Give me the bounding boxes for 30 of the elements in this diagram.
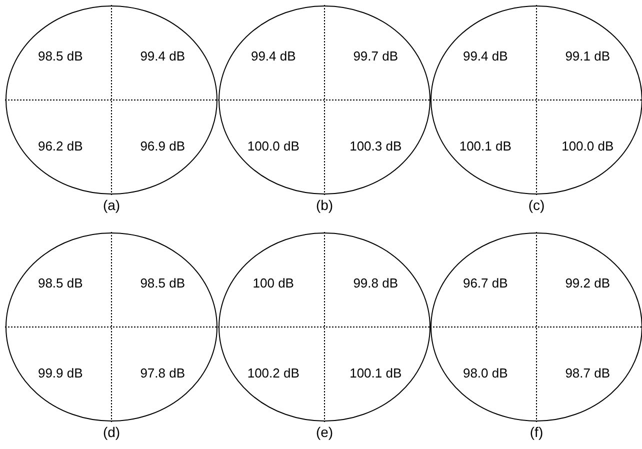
level-value: 98.5 dB bbox=[140, 276, 186, 291]
level-value: 98.0 dB bbox=[462, 365, 508, 380]
level-value: 99.2 dB bbox=[565, 276, 610, 291]
panel-caption: (f) bbox=[530, 424, 544, 440]
level-value: 100.0 dB bbox=[247, 138, 300, 154]
level-value: 100.3 dB bbox=[350, 138, 402, 154]
level-value: 98.5 dB bbox=[38, 48, 83, 64]
level-value: 99.4 dB bbox=[462, 48, 508, 64]
level-value: 100.2 dB bbox=[247, 365, 300, 380]
level-value: 99.9 dB bbox=[38, 365, 83, 380]
level-value: 99.7 dB bbox=[353, 48, 398, 64]
level-value: 96.9 dB bbox=[140, 138, 186, 154]
panel-caption: (b) bbox=[316, 197, 334, 213]
level-value: 99.8 dB bbox=[353, 276, 398, 291]
panel-caption: (a) bbox=[102, 197, 120, 213]
level-value: 100.1 dB bbox=[350, 365, 402, 380]
level-value: 99.4 dB bbox=[140, 48, 186, 64]
panel-caption: (c) bbox=[528, 197, 545, 213]
level-value: 100 dB bbox=[252, 276, 294, 291]
level-value: 98.7 dB bbox=[565, 365, 610, 380]
level-value: 99.4 dB bbox=[250, 48, 296, 64]
level-value: 100.1 dB bbox=[459, 138, 512, 154]
level-value: 97.8 dB bbox=[140, 365, 186, 380]
level-value: 100.0 dB bbox=[562, 138, 614, 154]
level-value: 96.7 dB bbox=[462, 276, 508, 291]
panel-caption: (e) bbox=[316, 424, 334, 440]
level-value: 96.2 dB bbox=[38, 138, 83, 154]
level-value: 98.5 dB bbox=[38, 276, 83, 291]
panel-caption: (d) bbox=[102, 424, 120, 440]
level-value: 99.1 dB bbox=[565, 48, 610, 64]
